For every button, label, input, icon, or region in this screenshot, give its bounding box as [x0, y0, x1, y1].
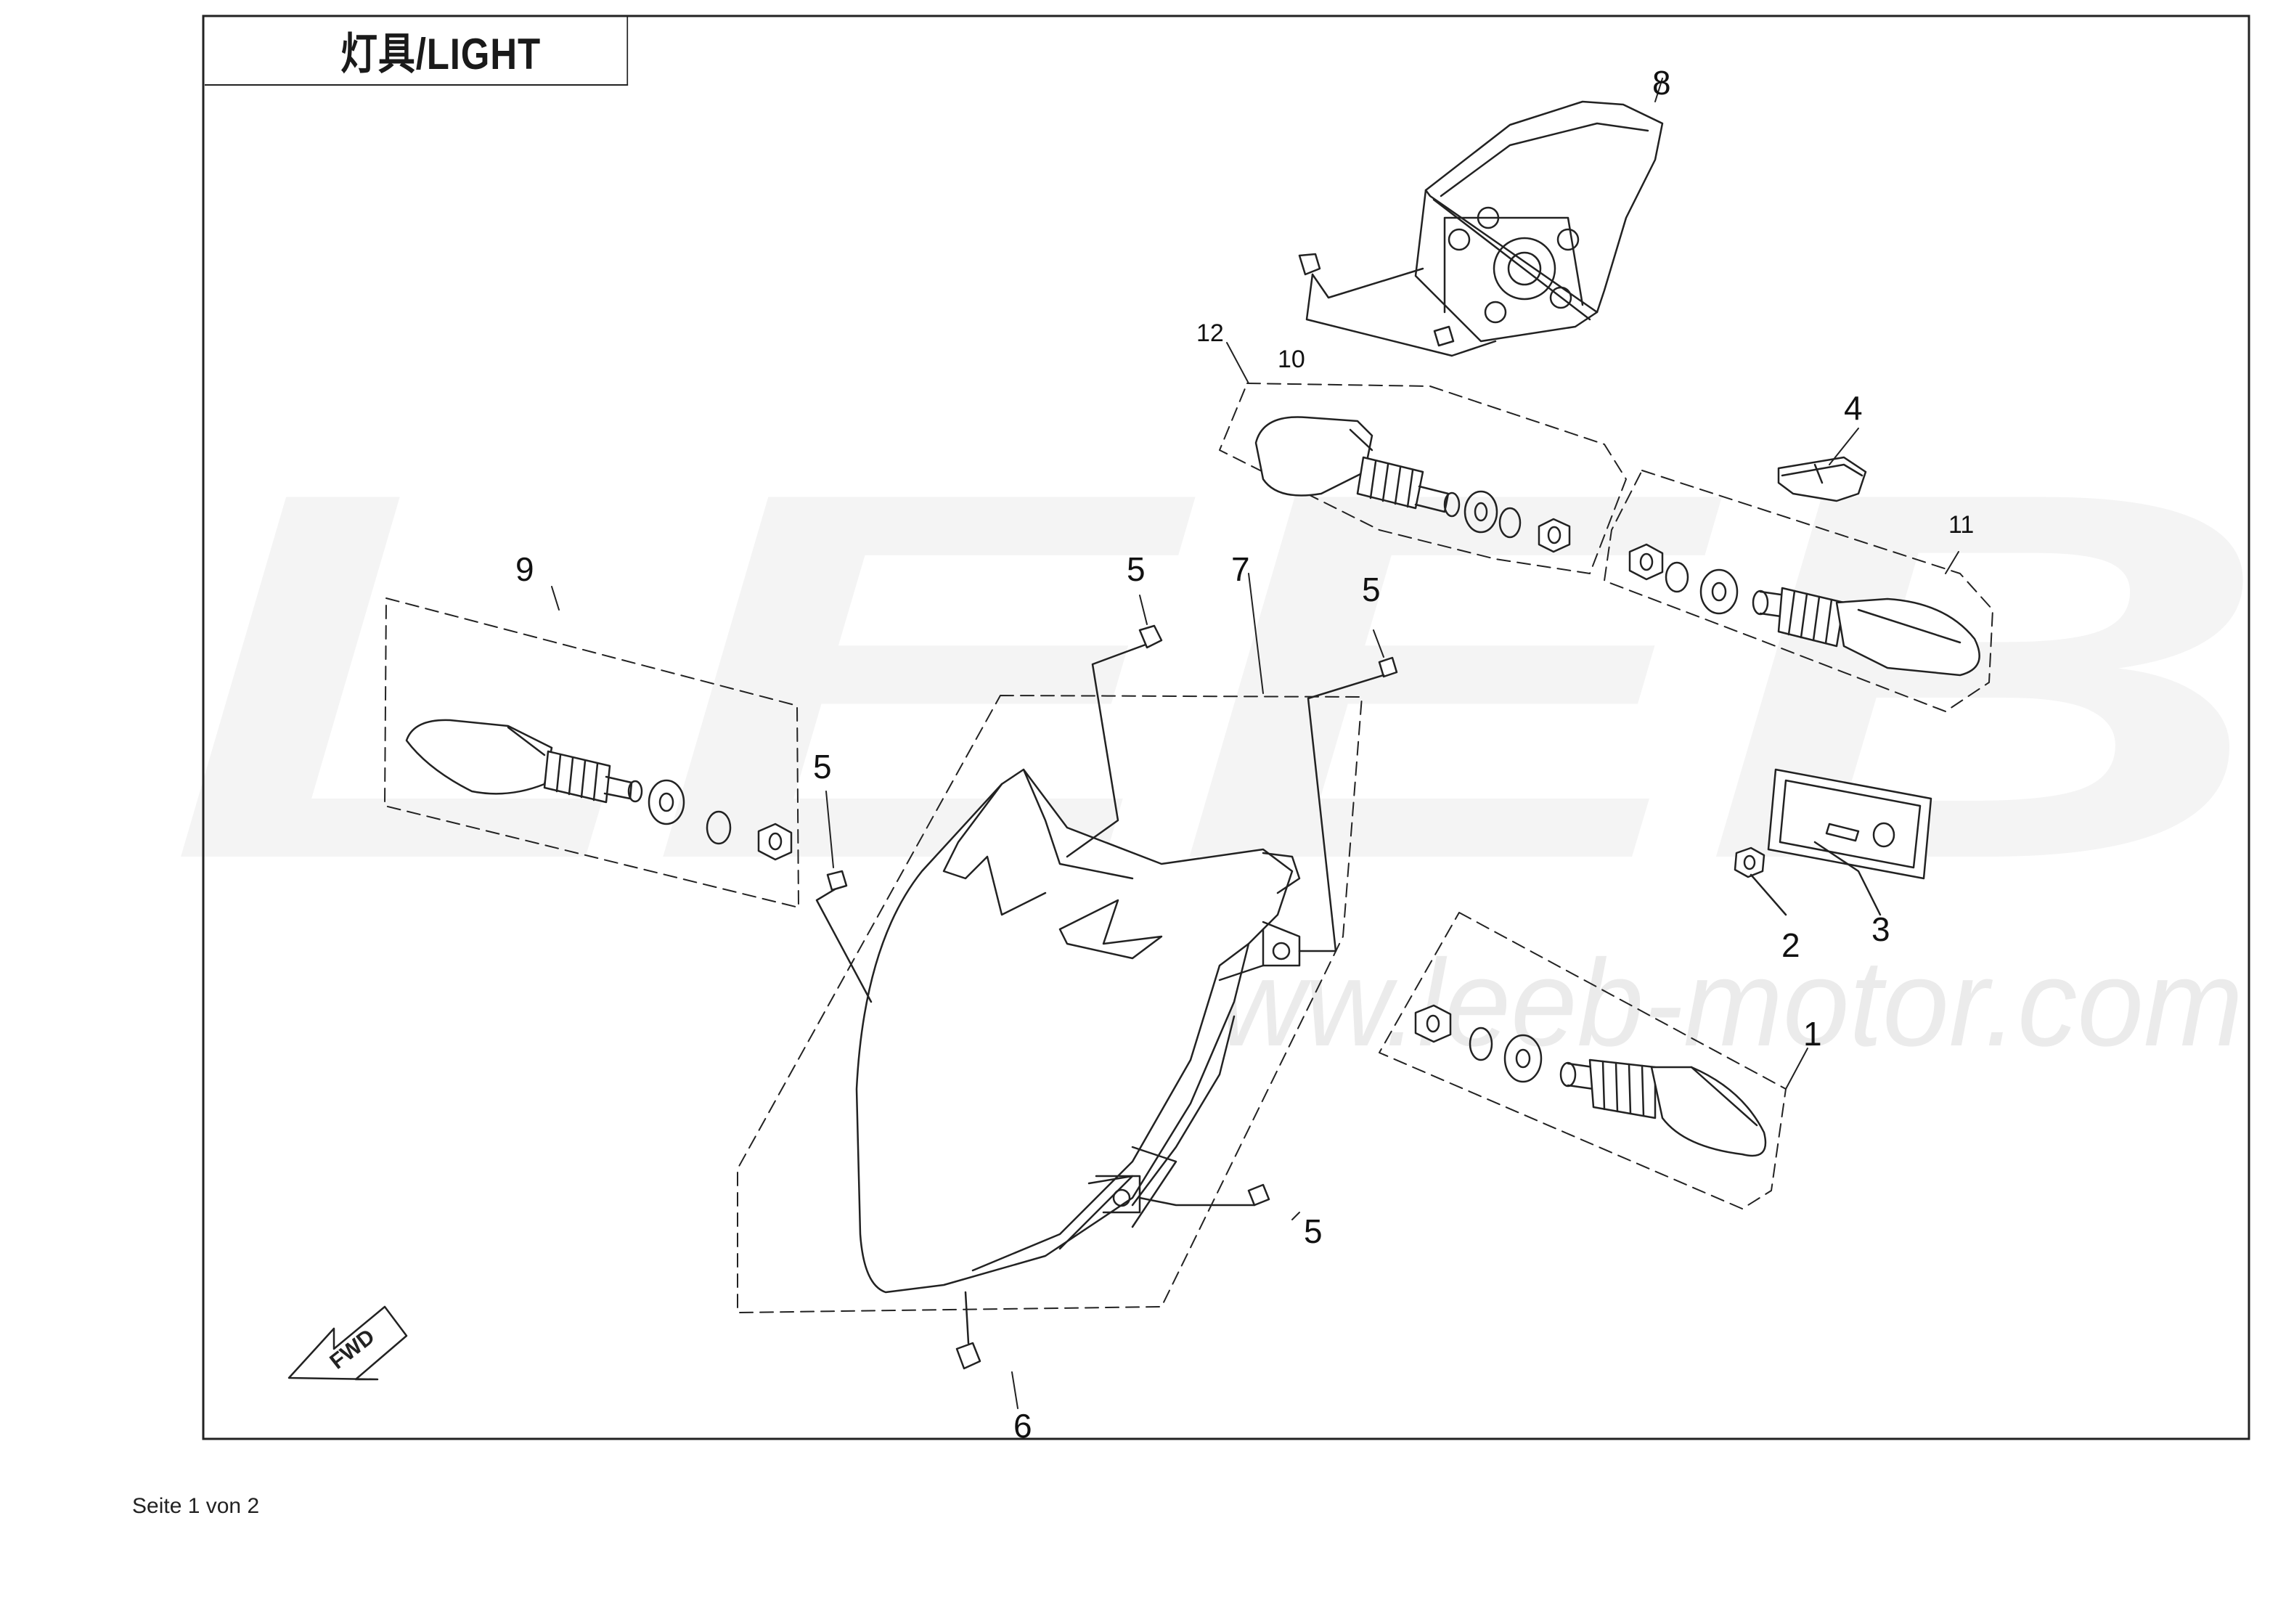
- callout-5b: 5: [1362, 571, 1381, 608]
- callout-2: 2: [1781, 926, 1800, 964]
- indicator-group-part-12: [1219, 383, 1627, 574]
- page-footer: Seite 1 von 2: [132, 1494, 260, 1518]
- callout-6: 6: [1013, 1407, 1032, 1445]
- callout-5c: 5: [813, 748, 832, 786]
- callout-4: 4: [1844, 389, 1863, 427]
- callout-11: 11: [1948, 511, 1974, 539]
- socket-part-4: [1777, 456, 1867, 502]
- watermark-url: www.leeb-motor.com: [1132, 934, 2243, 1072]
- screw-part-10: [1298, 253, 1497, 357]
- headlight-housing-part-8: [1414, 100, 1664, 343]
- callouts: 1 2 3 4 5 5 5 5 6 7 8 9 10 11 12: [515, 64, 1974, 1445]
- callout-12: 12: [1196, 319, 1224, 347]
- callout-5a: 5: [1127, 550, 1146, 588]
- callout-5d: 5: [1304, 1212, 1323, 1250]
- diagram-frame: [202, 15, 2250, 1440]
- callout-7: 7: [1231, 550, 1250, 588]
- nut-part-2: [1734, 846, 1787, 916]
- callout-3: 3: [1871, 910, 1890, 948]
- indicator-group-part-11: [1604, 470, 1993, 712]
- callout-8: 8: [1652, 64, 1671, 102]
- clip-part-6: [955, 1291, 981, 1370]
- callout-10: 10: [1278, 346, 1305, 373]
- reflector-part-3: [1767, 768, 1932, 916]
- screw-part-5: [815, 624, 1398, 1207]
- fwd-arrow-icon: [287, 1305, 408, 1381]
- diagram-title: 灯具/LIGHT: [205, 16, 629, 86]
- callout-9: 9: [515, 550, 534, 588]
- indicator-group-part-9: [384, 597, 799, 908]
- indicator-part-1: [1379, 912, 1787, 1209]
- leader-lines: [551, 78, 1959, 1409]
- headlight-part-7: [737, 695, 1363, 1313]
- callout-1: 1: [1803, 1015, 1822, 1053]
